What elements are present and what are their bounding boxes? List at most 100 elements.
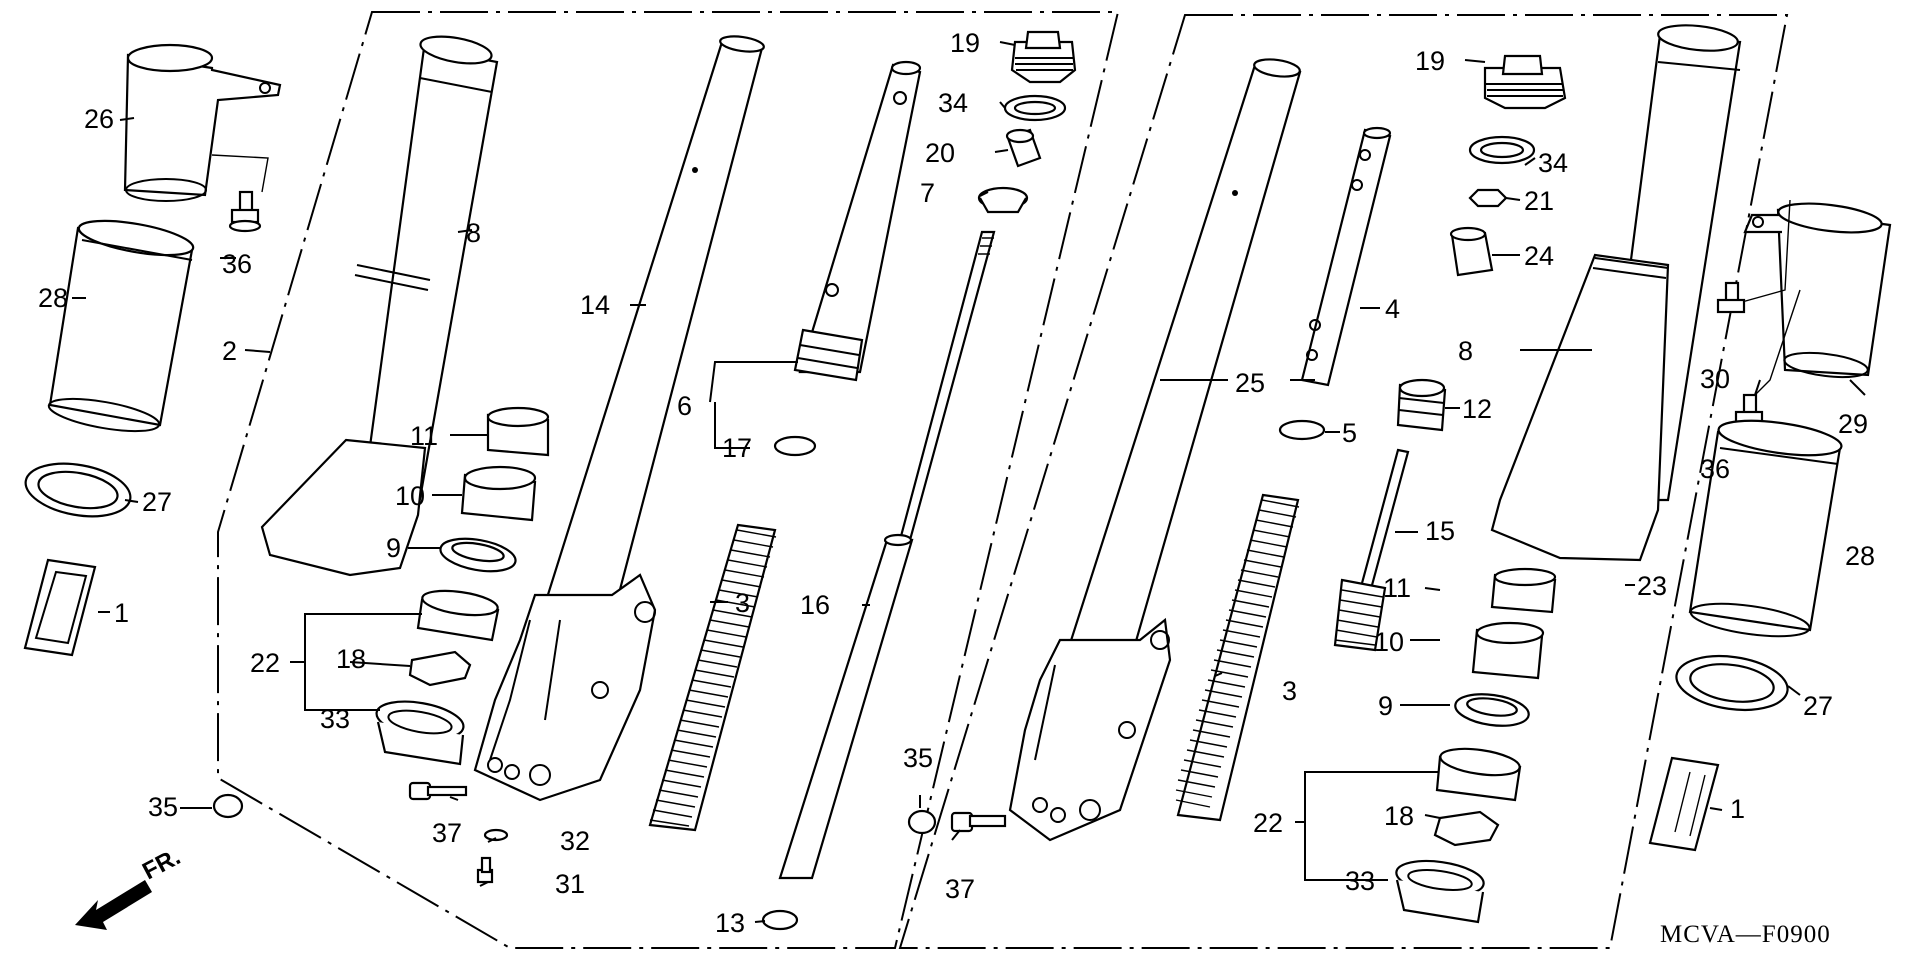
callout-31: 31 — [555, 869, 585, 899]
part-35-cap-left — [212, 793, 244, 819]
part-1-reflector-left — [23, 558, 97, 657]
part-11-bushing-right — [1490, 567, 1557, 614]
part-12-damper-piston-right — [1396, 378, 1447, 432]
callout-2: 2 — [222, 336, 237, 366]
part-33-dust-seal-right — [1395, 859, 1485, 924]
callout-34-right: 34 — [1538, 148, 1568, 178]
part-33-dust-seal-left — [375, 700, 465, 766]
part-5-washer-right — [1278, 419, 1326, 441]
callout-26: 26 — [84, 104, 114, 134]
part-25-axle-holder-right — [1008, 617, 1172, 842]
callout-21: 21 — [1524, 186, 1554, 216]
part-14-inner-tube-left — [538, 35, 765, 622]
part-21-nut-right — [1468, 188, 1508, 208]
callout-23: 23 — [1637, 571, 1667, 601]
part-1-reflector-right — [1648, 756, 1720, 852]
callout-18-left: 18 — [336, 644, 366, 674]
part-22-oil-seal-left — [416, 589, 500, 642]
diagram-code: MCVA—F0900 — [1660, 921, 1831, 948]
part-8-outer-tube-left — [260, 35, 499, 577]
left-fork-assembly-boundary — [217, 11, 1120, 949]
callout-labels: 26 36 28 2 27 1 35 8 14 11 10 9 22 18 33… — [38, 28, 1875, 938]
callout-24: 24 — [1524, 241, 1554, 271]
part-16-rebound-rod-left — [778, 230, 996, 880]
callout-17: 17 — [722, 433, 752, 463]
callout-3-left: 3 — [735, 588, 750, 618]
callout-25: 25 — [1235, 368, 1265, 398]
callout-30: 30 — [1700, 364, 1730, 394]
part-28-fork-cover-lower-left — [47, 219, 195, 433]
callout-11-right: 11 — [1383, 573, 1411, 603]
callout-14: 14 — [580, 290, 610, 320]
callout-10-right: 10 — [1374, 627, 1404, 657]
callout-36-left: 36 — [222, 249, 252, 279]
part-13-collar-left — [761, 909, 799, 931]
callout-36-right: 36 — [1700, 454, 1730, 484]
callout-10-left: 10 — [395, 481, 425, 511]
part-27-ring-right — [1675, 654, 1789, 712]
callout-8-left: 8 — [466, 218, 481, 248]
callout-16: 16 — [800, 590, 830, 620]
part-36-bolt-left — [211, 154, 269, 233]
callout-1-right: 1 — [1730, 794, 1745, 824]
part-19-fork-cap-left — [1010, 30, 1077, 84]
part-26-fork-cover-upper — [123, 43, 282, 202]
part-17-seal-left — [773, 435, 817, 457]
callout-33-left: 33 — [320, 704, 350, 734]
callout-33-right: 33 — [1345, 866, 1375, 896]
part-18-clip-right — [1433, 810, 1500, 847]
part-3-fork-spring-right — [1175, 493, 1300, 822]
part-18-clip-left — [408, 650, 472, 687]
callout-8-right: 8 — [1458, 336, 1473, 366]
part-28-fork-cover-lower-right — [1688, 419, 1843, 638]
part-29-fork-cover-upper-right — [1743, 202, 1892, 379]
part-10-bushing-left — [460, 465, 537, 522]
callout-5: 5 — [1342, 418, 1357, 448]
part-15-rebound-rod-right — [1333, 448, 1410, 652]
callout-6: 6 — [677, 391, 692, 421]
part-14-axle-holder-left — [473, 573, 657, 802]
part-32-washer-left — [483, 828, 509, 842]
callout-12: 12 — [1462, 394, 1492, 424]
callout-7: 7 — [920, 178, 935, 208]
callout-37-center: 37 — [945, 874, 975, 904]
callout-20: 20 — [925, 138, 955, 168]
part-31-screw-left — [476, 856, 494, 884]
part-37-bolt-center — [950, 811, 1007, 833]
callout-27-left: 27 — [142, 487, 172, 517]
callout-35-center: 35 — [903, 743, 933, 773]
callout-15: 15 — [1425, 516, 1455, 546]
callout-13: 13 — [715, 908, 745, 938]
part-34-o-ring-left — [1003, 94, 1067, 122]
part-19-fork-cap-right — [1483, 54, 1567, 110]
part-22-oil-seal-right — [1435, 747, 1522, 802]
part-24-collar-right — [1449, 226, 1494, 277]
callout-28-left: 28 — [38, 283, 68, 313]
callout-4: 4 — [1385, 294, 1400, 324]
part-3-fork-spring-left — [648, 523, 777, 832]
callout-9-right: 9 — [1378, 691, 1393, 721]
callout-3-right: 3 — [1282, 676, 1297, 706]
callout-22-left: 22 — [250, 648, 280, 678]
part-34-o-ring-right — [1468, 135, 1536, 165]
callout-18-right: 18 — [1384, 801, 1414, 831]
part-7-spring-seat-left — [977, 186, 1029, 214]
part-6-damper-rod-left — [793, 60, 922, 382]
part-9-washer-right — [1454, 693, 1530, 727]
part-8-outer-tube-right — [1490, 24, 1742, 562]
front-direction-arrow: FR. — [75, 843, 185, 930]
part-11-bushing-left — [486, 406, 550, 457]
part-4-damper-rod-right — [1300, 126, 1392, 387]
front-direction-label: FR. — [138, 843, 185, 885]
part-30-bolt-right — [1716, 199, 1791, 314]
callout-1-left: 1 — [114, 598, 129, 628]
callout-34-left: 34 — [938, 88, 968, 118]
part-27-ring-left — [24, 462, 132, 518]
callout-28-right: 28 — [1845, 541, 1875, 571]
callout-29: 29 — [1838, 409, 1868, 439]
callout-37-left: 37 — [432, 818, 462, 848]
callout-19-left: 19 — [950, 28, 980, 58]
right-fork-assembly-boundary — [898, 14, 1789, 949]
callout-32: 32 — [560, 826, 590, 856]
